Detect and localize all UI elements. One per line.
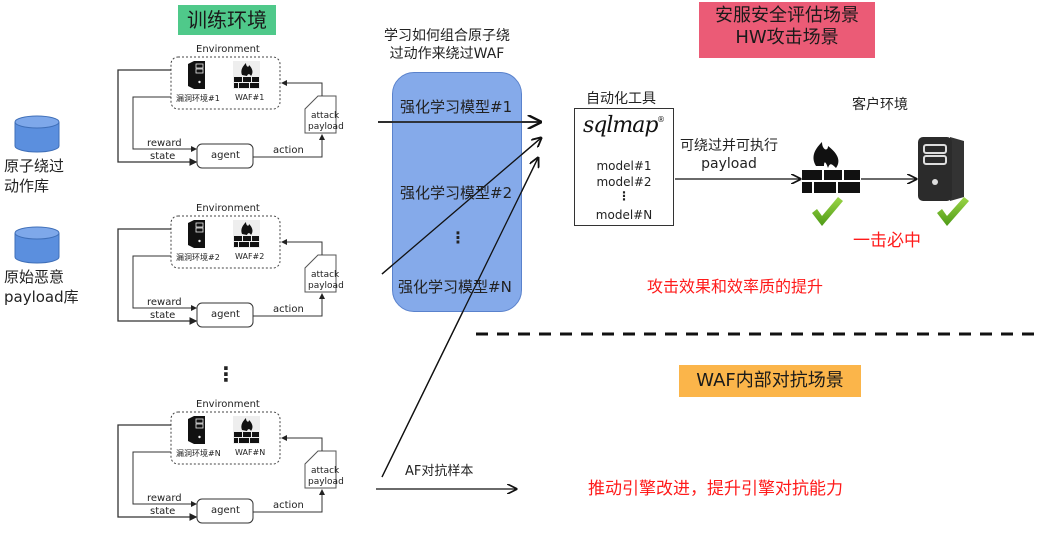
environment-loop xyxy=(117,56,337,169)
attack-payload-doc xyxy=(304,95,337,134)
waf-label: WAF#N xyxy=(235,448,266,457)
registered-mark-icon: ® xyxy=(657,115,665,124)
training-env-badge: 训练环境 xyxy=(178,5,276,35)
reward-arrow xyxy=(132,96,197,152)
badge-line2: HW攻击场景 xyxy=(735,26,839,48)
db-label-line: payload库 xyxy=(4,287,79,306)
agent-label: agent xyxy=(211,309,240,320)
database-icon xyxy=(14,115,60,153)
attack-payload-label-line2: payload xyxy=(308,122,344,132)
environment-box xyxy=(170,56,281,110)
environment-title: Environment xyxy=(196,44,260,55)
agent-label: agent xyxy=(211,505,240,516)
rl-caption-line1: 学习如何组合原子绕 xyxy=(384,28,510,44)
attack-payload-label-line1: attack xyxy=(311,111,340,121)
db-label-line: 原始恶意 xyxy=(4,268,65,286)
action-arrow xyxy=(253,134,325,158)
state-arrow xyxy=(117,424,198,521)
improvement-label: 攻击效果和效率质的提升 xyxy=(647,277,824,296)
agent-box xyxy=(196,302,254,328)
waf-label: WAF#2 xyxy=(235,252,265,261)
customer-env-label: 客户环境 xyxy=(852,97,908,113)
state-label: state xyxy=(150,506,176,517)
firewall-icon xyxy=(233,416,260,444)
reward-label: reward xyxy=(147,493,182,504)
state-label: state xyxy=(150,310,176,321)
environment-title: Environment xyxy=(196,203,260,214)
vulnerable-env-label: 漏洞环境#N xyxy=(176,449,221,458)
state-label: state xyxy=(150,151,176,162)
agent-box xyxy=(196,498,254,524)
tool-model-1: model#1 xyxy=(596,159,652,173)
server-icon xyxy=(918,137,964,201)
reward-label: reward xyxy=(147,297,182,308)
firewall-icon xyxy=(233,61,260,89)
check-icon xyxy=(812,197,843,226)
tool-model-2: model#2 xyxy=(596,175,652,189)
environment-title: Environment xyxy=(196,399,260,410)
reward-label: reward xyxy=(147,138,182,149)
rl-model-2: 强化学习模型#2 xyxy=(400,184,513,202)
automation-tool-title: 自动化工具 xyxy=(586,91,656,107)
waf-internal-badge: WAF内部对抗场景 xyxy=(679,365,861,397)
attack-payload-label-line2: payload xyxy=(308,281,344,291)
environments-ellipsis: ⋮ xyxy=(216,362,236,386)
attack-payload-label-line2: payload xyxy=(308,477,344,487)
reward-arrow xyxy=(132,255,197,311)
one-hit-label: 一击必中 xyxy=(853,231,921,251)
environment-box xyxy=(170,215,281,269)
payload-db-label: 原始恶意 payload库 xyxy=(4,268,79,307)
bypass-payload-label: 可绕过并可执行 payload xyxy=(680,137,778,173)
bypass-line1: 可绕过并可执行 xyxy=(680,138,778,154)
environment-box xyxy=(170,411,281,465)
action-label: action xyxy=(273,500,304,511)
server-icon xyxy=(188,416,205,444)
rl-model-n: 强化学习模型#N xyxy=(398,278,512,296)
firewall-icon xyxy=(233,220,260,248)
security-assessment-badge: 安服安全评估场景 HW攻击场景 xyxy=(699,2,875,58)
agent-label: agent xyxy=(211,150,240,161)
server-icon xyxy=(188,220,205,248)
action-arrow xyxy=(253,293,325,317)
db-label-line: 动作库 xyxy=(4,176,50,195)
action-label: action xyxy=(273,304,304,315)
payload-to-env-arrow xyxy=(281,435,323,451)
rl-models-ellipsis: ⋮ xyxy=(450,228,466,247)
agent-box xyxy=(196,143,254,169)
tool-models-ellipsis: ⋮ xyxy=(618,189,630,203)
engine-improve-label: 推动引擎改进，提升引擎对抗能力 xyxy=(588,479,843,499)
db-label-line: 原子绕过 xyxy=(4,157,65,175)
action-arrow xyxy=(253,489,325,513)
vulnerable-env-label: 漏洞环境#2 xyxy=(176,253,220,262)
action-label: action xyxy=(273,145,304,156)
state-arrow xyxy=(117,228,198,325)
rl-caption: 学习如何组合原子绕 过动作来绕过WAF xyxy=(384,28,510,63)
state-arrow xyxy=(117,69,198,166)
tool-model-n: model#N xyxy=(595,208,653,222)
attack-payload-doc xyxy=(304,450,337,489)
payload-to-env-arrow xyxy=(281,80,323,96)
attack-payload-label-line1: attack xyxy=(311,466,340,476)
badge-line1: 安服安全评估场景 xyxy=(715,5,859,26)
adversarial-samples-label: AF对抗样本 xyxy=(405,464,474,479)
sqlmap-logo: sqlmap xyxy=(583,113,658,138)
vulnerable-env-label: 漏洞环境#1 xyxy=(176,94,220,103)
rl-model-1: 强化学习模型#1 xyxy=(400,98,513,116)
firewall-icon xyxy=(802,142,860,193)
attack-payload-doc xyxy=(304,254,337,293)
attack-payload-label-line1: attack xyxy=(311,270,340,280)
database-icon xyxy=(14,226,60,264)
rl-caption-line2: 过动作来绕过WAF xyxy=(389,45,505,62)
atomic-action-db-label: 原子绕过 动作库 xyxy=(4,157,64,196)
environment-loop xyxy=(117,215,337,328)
payload-to-env-arrow xyxy=(281,239,323,255)
server-icon xyxy=(188,61,205,89)
reward-arrow xyxy=(132,451,197,507)
waf-label: WAF#1 xyxy=(235,93,265,102)
bypass-line2: payload xyxy=(701,156,757,173)
sqlmap-tool-box: sqlmap ® model#1 model#2 ⋮ model#N xyxy=(574,108,674,226)
check-icon xyxy=(937,197,969,226)
environment-loop xyxy=(117,411,337,524)
